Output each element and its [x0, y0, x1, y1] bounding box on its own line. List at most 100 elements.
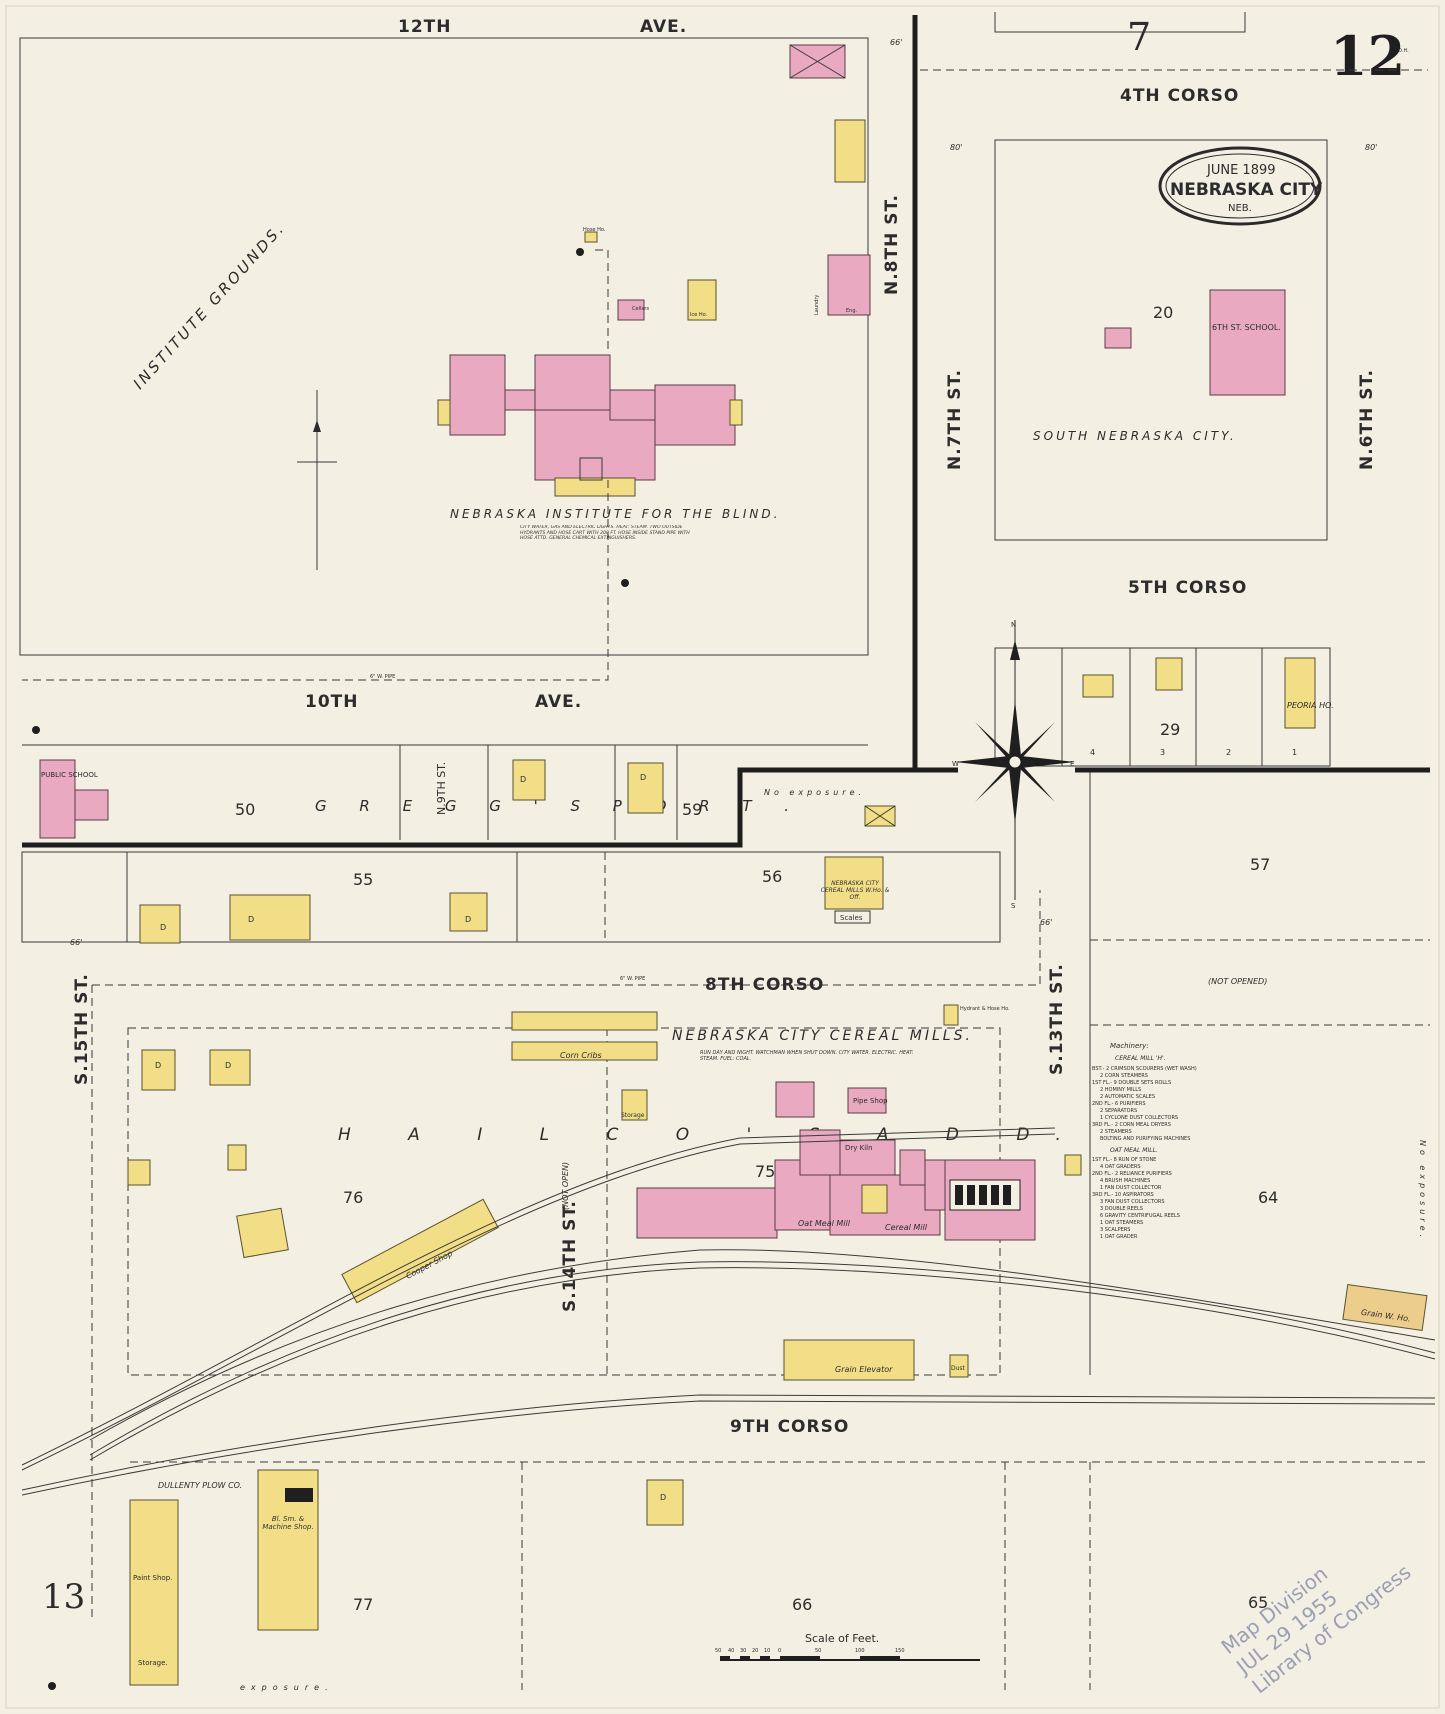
compass-w: W — [952, 760, 959, 768]
ave10-label: 10TH — [305, 692, 358, 712]
block-64: 64 — [1258, 1188, 1278, 1207]
sixth-st-school-building — [1209, 289, 1286, 396]
machinery-list: Machinery: CEREAL MILL 'H'. BST.- 2 CRIM… — [1092, 1042, 1197, 1240]
gregg-sport-boundary — [22, 767, 958, 848]
cellars-building — [617, 299, 645, 321]
railroad-tracks — [21, 1127, 1436, 1496]
blind-institute-building — [437, 354, 743, 497]
stable-building — [834, 119, 866, 183]
block-20: 20 — [1153, 303, 1173, 322]
width-66-label-3: 66' — [1040, 918, 1052, 927]
hydrant-hose-label: Hydrant & Hose Ho. — [960, 1006, 1010, 1012]
dry-kiln-label: Dry Kiln — [845, 1144, 873, 1152]
ave12-suffix: AVE. — [640, 17, 687, 37]
pipe-shop-building — [847, 1087, 887, 1114]
machinery-item: 2ND FL.- 6 PURIFIERS — [1092, 1101, 1146, 1107]
shed-cross-b — [789, 44, 846, 79]
n6-street-label: N.6TH ST. — [1357, 369, 1377, 470]
gregg-sport-label: G R E G G ' S P O R T . — [315, 797, 803, 815]
machine-shop-label: Bl. Sm. & Machine Shop. — [262, 1515, 313, 1531]
scale-tick-20: 20 — [752, 1648, 758, 1654]
scale-tick-40: 40 — [728, 1648, 734, 1654]
block-55: 55 — [353, 870, 373, 889]
sheet-number-suffix: D.H. — [1398, 48, 1409, 54]
lot-3: 3 — [1160, 748, 1165, 757]
pipe-line-8th-corso — [92, 890, 1041, 986]
block-29: 29 — [1160, 720, 1180, 739]
scale-tick-50: 50 — [815, 1648, 821, 1654]
house-1421 — [141, 1049, 176, 1091]
machinery-item: 4 BRUSH MACHINES — [1100, 1178, 1150, 1184]
public-school-wing — [74, 789, 109, 821]
s13-st-label: S.13TH ST. — [1047, 963, 1067, 1075]
city-seal — [1158, 146, 1322, 226]
n9-street-label: N.9TH ST. — [435, 762, 448, 815]
storage2-label: Storage. — [138, 1659, 168, 1667]
south-nebraska-block-outline — [994, 139, 1328, 541]
scale-tick-100: 100 — [855, 1648, 865, 1654]
laundry-label: Laundry — [814, 295, 820, 315]
sheet-number: 12 — [1330, 24, 1405, 88]
hydrant-icon-2 — [621, 579, 629, 587]
scale-tick-10: 10 — [764, 1648, 770, 1654]
corn-cribs-label: Corn Cribs — [560, 1051, 602, 1060]
pipe-label-2: 6" W. PIPE — [620, 976, 645, 982]
institute-block-outline — [19, 37, 869, 656]
scale-tick-50a: 50 — [715, 1648, 721, 1654]
machinery-item: 2 CORN STEAMERS — [1100, 1073, 1148, 1079]
machinery-item: 1 OAT GRADER — [1100, 1234, 1138, 1240]
machinery-item: 1ST FL.- 9 DOUBLE SETS ROLLS — [1092, 1080, 1171, 1086]
machinery-item: BST.- 2 CRIMSON SCOURERS (WET WASH) — [1092, 1066, 1197, 1072]
block-29-outline — [994, 647, 1331, 767]
scale-tick-0: 0 — [778, 1648, 781, 1654]
hydrant-icon — [576, 248, 584, 256]
hose-house-building — [584, 231, 598, 243]
width-80-label: 80' — [950, 143, 962, 152]
block-76: 66 — [792, 1595, 812, 1614]
paint-shop-label: Paint Shop. — [133, 1574, 172, 1582]
machinery-item: 1ST FL.- 8 RUN OF STONE — [1092, 1157, 1156, 1163]
south-nebraska-city-label: SOUTH NEBRASKA CITY. — [1033, 429, 1237, 443]
adjoining-sheet-top: 7 — [1127, 15, 1151, 59]
machinery-item: 1 OAT STEAMERS — [1100, 1220, 1143, 1226]
machinery-oat-heading: OAT MEAL MILL. — [1110, 1147, 1158, 1154]
width-66-label-2: 66' — [70, 938, 82, 947]
hose-house-label: Hose Ho. — [583, 227, 606, 233]
blind-institute-label: NEBRASKA INSTITUTE FOR THE BLIND. — [450, 507, 780, 521]
seal-city: NEBRASKA CITY — [1170, 180, 1323, 200]
corn-crib-1 — [511, 1011, 658, 1031]
warehouse-label: NEBRASKA CITY CEREAL MILLS W.Ho. & Off. — [821, 880, 890, 901]
machinery-item: 1 CYCLONE DUST COLLECTORS — [1100, 1115, 1178, 1121]
machinery-item: 2 SEPARATORS — [1100, 1108, 1137, 1114]
sixth-st-school-label: 6TH ST. SCHOOL. — [1212, 323, 1281, 332]
not-open-label: (NOT OPEN) — [561, 1162, 570, 1210]
storage-building — [621, 1089, 648, 1121]
cereal-mill-complex — [636, 1129, 1082, 1241]
cellars-label: Cellars — [632, 306, 649, 312]
block-77: 65 — [1248, 1593, 1268, 1612]
compass-s: S — [1011, 902, 1016, 910]
house-1418 — [127, 1159, 151, 1186]
ave12-label: 12TH — [398, 17, 451, 37]
lot-4: 4 — [1090, 748, 1095, 757]
house-1420-d: D — [160, 923, 166, 932]
machinery-item: 2 HOMINY MILLS — [1100, 1087, 1141, 1093]
dust-house-building — [949, 1354, 969, 1378]
scales-label: Scales — [840, 914, 863, 922]
lot-1: 1 — [1292, 748, 1297, 757]
machinery-item: 3 FAN DUST COLLECTORS — [1100, 1199, 1165, 1205]
grain-elevator-label: Grain Elevator — [835, 1365, 893, 1374]
s14-street-label: S.14TH ST. — [560, 1200, 580, 1312]
machinery-item: 3RD FL.- 2 CORN MEAL DRYERS — [1092, 1122, 1171, 1128]
house-1412 — [227, 1144, 247, 1171]
house-813-d: D — [640, 773, 646, 782]
machinery-item: BOLTING AND PURIFYING MACHINES — [1100, 1136, 1190, 1142]
compass-e: E — [1070, 760, 1074, 768]
adjoining-sheet-bottom: 13 — [42, 1577, 85, 1617]
block-55-56-outline — [21, 851, 1001, 943]
house-813 — [627, 762, 664, 814]
lot-2: 2 — [1226, 748, 1231, 757]
house-1417-d: D — [225, 1061, 231, 1070]
no-exposure-label: No exposure. — [764, 788, 865, 797]
